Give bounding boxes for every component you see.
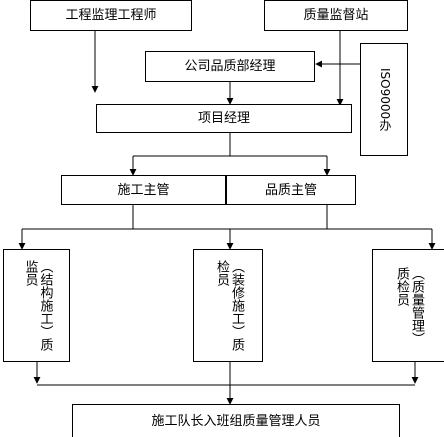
inspector-left-text: （结构施工）质 监员 [3,249,70,362]
inspector-left-line2: 监员 [22,260,38,286]
inspector-right-line1: （质量管理） [408,266,424,345]
iso-box: ISO9000办 [360,43,408,156]
quality-station-label: 质量监督站 [303,8,369,23]
inspector-middle-line2: 检员 [214,260,229,286]
inspector-middle-box [193,249,263,362]
iso-label: ISO9000办 [377,67,392,132]
project-manager-box: 项目经理 [96,104,352,133]
team-leader-label: 施工队长入班组质量管理人员 [151,413,321,429]
dept-manager-label: 公司品质部经理 [184,59,276,74]
inspector-left-line1: （结构施工）质 [37,260,53,351]
team-leader-box: 施工队长入班组质量管理人员 [72,404,400,437]
construction-supervisor-box: 施工主管 [61,175,226,205]
engineer-label: 工程监理工程师 [65,8,157,23]
inspector-middle-line1: （装修施工）质 [228,260,244,351]
construction-supervisor-label: 施工主管 [117,182,170,198]
quality-supervisor-box: 品质主管 [226,175,356,205]
quality-supervisor-label: 品质主管 [264,182,317,198]
quality-station-box: 质量监督站 [264,0,408,31]
inspector-left-box [3,249,70,362]
engineer-box: 工程监理工程师 [30,0,192,31]
inspector-right-text: （质量管理） 质检员 [372,249,444,362]
inspector-right-box [372,249,444,362]
dept-manager-box: 公司品质部经理 [145,51,315,82]
project-manager-label: 项目经理 [197,111,250,126]
inspector-right-line2: 质检员 [394,266,409,306]
inspector-middle-text: （装修施工）质 检员 [193,249,263,362]
